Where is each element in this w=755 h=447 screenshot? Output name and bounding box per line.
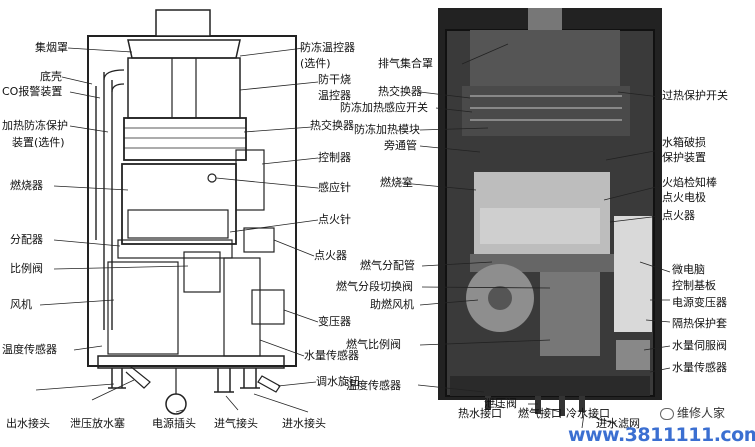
- right-fan-hub: [488, 286, 512, 310]
- label-tank-damage-line2: 保护装置: [662, 151, 706, 164]
- label-microcomputer-line1: 微电脑: [672, 263, 705, 276]
- left-transformer: [251, 289, 285, 325]
- left-leader-lines: [35, 47, 319, 413]
- label-power-plug: 电源插头: [152, 417, 196, 430]
- label-antifreeze-heat-block: 防冻加热模块: [354, 123, 420, 136]
- label-water-sensor-right: 水量传感器: [672, 361, 727, 374]
- left-knob: [257, 375, 281, 393]
- label-igniter-right: 点火器: [662, 209, 695, 222]
- label-gas-stage-valve: 燃气分段切换阀: [336, 280, 413, 293]
- left-water-stub: [240, 368, 260, 389]
- label-dry-burn-line2: 温控器: [318, 89, 351, 102]
- label-microcomputer-line2: 控制基板: [672, 279, 716, 292]
- label-gas-prop-valve: 燃气比例阀: [346, 338, 401, 351]
- label-fan: 风机: [10, 298, 32, 311]
- label-co-alarm: CO报警装置: [2, 85, 63, 98]
- label-antifreeze-temp-ctrl-line2: (选件): [300, 57, 331, 70]
- label-power-transformer: 电源变压器: [672, 296, 727, 309]
- label-overheat-switch: 过热保护开关: [662, 89, 728, 102]
- right-control-board: [614, 216, 652, 332]
- left-igniter-box: [243, 227, 275, 253]
- right-connectors: [485, 396, 585, 416]
- label-heating-antifreeze-line1: 加热防冻保护: [2, 119, 68, 132]
- label-inlet-filter: 进水滤网: [596, 417, 640, 430]
- left-water-valve: [223, 257, 261, 357]
- left-outer-casing: [87, 35, 297, 367]
- left-fan-box: [107, 261, 179, 355]
- label-drain-plug: 泄压放水塞: [70, 417, 125, 430]
- label-burner: 燃烧器: [10, 179, 43, 192]
- label-sensing-needle: 感应针: [318, 181, 351, 194]
- left-power-plug: [165, 393, 187, 415]
- label-tank-damage-line1: 水箱破损: [662, 136, 706, 149]
- left-smoke-hood: [127, 39, 241, 59]
- wechat-icon: [660, 407, 674, 420]
- label-gas-inlet-joint: 进气接头: [214, 417, 258, 430]
- label-gas-inlet-right: 燃气接口: [518, 407, 562, 420]
- label-gas-manifold: 燃气分配管: [360, 259, 415, 272]
- right-heater-photo: [438, 8, 662, 416]
- label-dry-burn-line1: 防干烧: [318, 73, 351, 86]
- label-temp-sensor: 温度传感器: [2, 343, 57, 356]
- label-flame-detect-line2: 点火电极: [662, 191, 706, 204]
- label-controller: 控制器: [318, 151, 351, 164]
- left-burner-inner: [127, 209, 229, 239]
- left-pipe-loop: [103, 69, 125, 93]
- right-burner-window: [480, 208, 600, 244]
- label-smoke-hood: 集烟罩: [35, 41, 68, 54]
- label-assist-fan: 助燃风机: [370, 298, 414, 311]
- label-water-sensor-left: 水量传感器: [304, 349, 359, 362]
- label-transformer: 变压器: [318, 315, 351, 328]
- label-combustion-chamber: 燃烧室: [380, 176, 413, 189]
- left-heat-exchanger: [123, 117, 247, 161]
- label-bottom-shell: 底壳: [40, 70, 62, 83]
- left-prop-valve: [183, 251, 221, 293]
- label-insulation-cover: 隔热保护套: [672, 317, 727, 330]
- label-heat-exchanger-left: 热交换器: [310, 119, 354, 132]
- left-gas-stub: [214, 368, 234, 393]
- label-heating-antifreeze-line2: 装置(选件): [12, 136, 65, 149]
- label-exhaust-hood: 排气集合罩: [378, 57, 433, 70]
- label-bypass-pipe: 旁通管: [384, 139, 417, 152]
- right-exchanger-pipes: [470, 95, 622, 121]
- left-exchanger-coils: [124, 127, 246, 149]
- label-antifreeze-sense-switch: 防冻加热感应开关: [340, 101, 428, 114]
- label-water-servo-valve: 水量伺服阀: [672, 339, 727, 352]
- label-water-inlet-joint: 进水接头: [282, 417, 326, 430]
- right-servo: [616, 340, 650, 370]
- left-burner: [121, 163, 237, 245]
- left-drain-stub: [125, 365, 151, 389]
- label-proportional-valve: 比例阀: [10, 262, 43, 275]
- right-bottom-plate: [450, 376, 650, 396]
- left-flue-outlet: [155, 9, 211, 37]
- label-heat-exchanger-right: 热交换器: [378, 85, 422, 98]
- left-bottom-plate: [97, 355, 285, 369]
- label-relief-valve: 泄压阀: [484, 397, 517, 410]
- label-temp-sensor-right: 温度传感器: [346, 379, 401, 392]
- left-water-pipes: [95, 72, 113, 330]
- watermark-brand: 维修人家: [660, 404, 725, 421]
- label-distributor: 分配器: [10, 233, 43, 246]
- label-flame-detect-line1: 火焰检知棒: [662, 176, 717, 189]
- watermark-brand-text: 维修人家: [677, 406, 726, 420]
- left-sensing-dot: [207, 173, 217, 183]
- label-igniter-left: 点火器: [314, 249, 347, 262]
- left-distributor: [117, 239, 233, 259]
- label-cold-water-inlet: 冷水接口: [566, 407, 610, 420]
- label-hot-water-outlet: 热水接口: [458, 407, 502, 420]
- label-water-knob: 调水旋钮: [316, 375, 360, 388]
- right-exhaust-hood: [470, 30, 620, 86]
- label-outlet-joint: 出水接头: [6, 417, 50, 430]
- watermark-url: www.3811111.com: [568, 424, 755, 446]
- right-valve-block: [540, 272, 600, 356]
- label-ignition-needle: 点火针: [318, 213, 351, 226]
- right-leader-lines: [401, 43, 671, 429]
- left-hood-body: [127, 57, 241, 119]
- label-antifreeze-temp-ctrl-line1: 防冻温控器: [300, 41, 355, 54]
- left-heater-drawing: [87, 9, 297, 415]
- right-heat-exchanger: [462, 86, 630, 136]
